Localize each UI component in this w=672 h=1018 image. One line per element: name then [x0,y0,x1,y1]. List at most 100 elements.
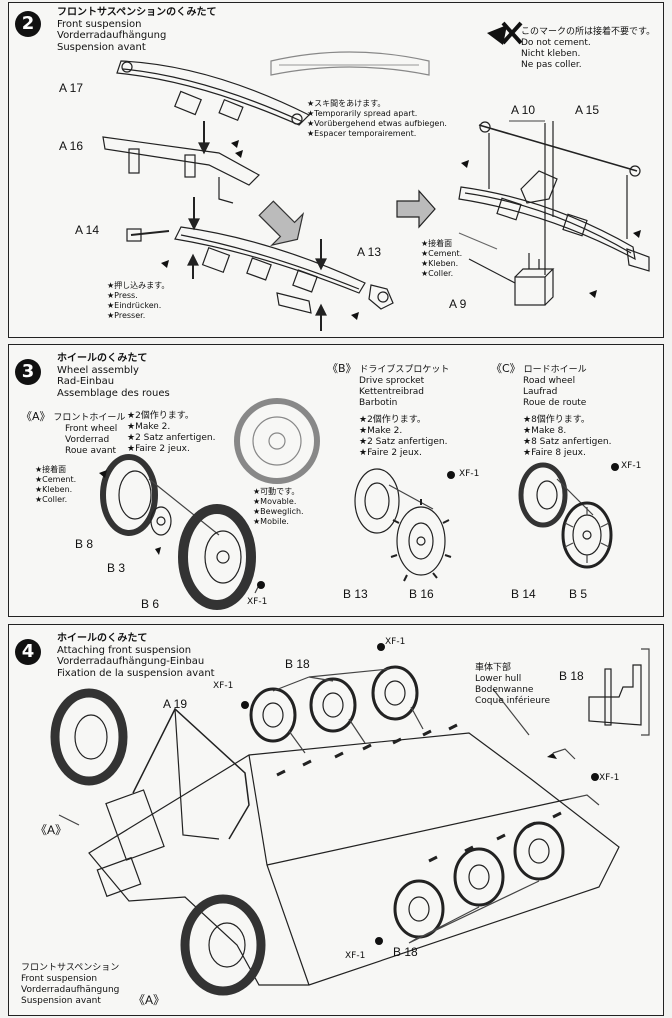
title-de: Vorderradaufhängung [57,30,167,41]
susp-line: Vorderradaufhängung [21,985,120,995]
title-fr: Fixation de la suspension avant [57,667,215,679]
title-fr: Suspension avant [57,41,146,53]
title-de: Rad-Einbau [57,376,115,387]
spread-note: ★スキ間をあけます。 ★Temporarily spread apart. ★V… [307,99,447,139]
make-line: ★8個作ります。 [523,415,590,425]
cement-note: ★接着面 ★Cement. ★Kleben. ★Coller. [35,465,76,505]
section-tag: 《C》 [491,362,521,375]
part-label-b6: B 6 [141,597,160,611]
step-3-panel: 3 ホイールのくみたて Wheel assembly Rad-Einbau As… [8,344,664,617]
note-line: ★Cement. [421,249,463,258]
part-label-a15: A 15 [575,103,600,117]
step-title: ホイールのくみたて Wheel assembly Rad-Einbau Asse… [57,353,170,399]
step-2-panel: 2 フロントサスペンションのくみたて Front suspension Vord… [8,2,664,338]
part-label-xf1: XF-1 [385,637,406,647]
press-note: ★押し込みます。 ★Press. ★Eindrücken. ★Presser. [107,281,169,321]
name-line: Roue de route [523,398,587,408]
note-line: このマークの所は接着不要です。 [521,27,656,37]
part-label-b13: B 13 [343,587,368,601]
name-line: Road wheel [523,376,576,386]
front-suspension-label: フロントサスペンション Front suspension Vorderradau… [21,963,119,1007]
make-line: ★Faire 2 jeux. [127,444,190,454]
part-label-a14: A 14 [75,223,100,237]
note-line: Ne pas coller. [521,60,582,70]
name-line: Barbotin [359,398,398,408]
section-name-jp: ロードホイール [523,365,587,375]
make-line: ★2個作ります。 [127,411,194,421]
hull-line: Lower hull [475,674,522,684]
step-title: ホイールのくみたて Attaching front suspension Vor… [57,633,215,679]
note-line: ★Kleben. [35,485,73,494]
movable-note: ★可動です。 ★Movable. ★Beweglich. ★Mobile. [253,487,304,527]
note-line: ★Presser. [107,311,146,320]
section-c-make: ★8個作ります。 ★Make 8. ★8 Satz anfertigen. ★F… [523,415,611,459]
note-line: ★Movable. [253,497,297,506]
part-label-b5: B 5 [569,587,588,601]
name-line: Roue avant [65,446,117,456]
step-number: 3 [15,359,41,385]
hull-line: Bodenwanne [475,685,534,695]
section-c: 《C》 ロードホイール [491,363,587,376]
make-line: ★2 Satz anfertigen. [359,437,448,447]
note-line: ★Kleben. [421,259,459,268]
title-fr: Assemblage des roues [57,387,170,399]
part-label-xf1: XF-1 [345,951,366,961]
part-label-a: 《A》 [133,993,166,1007]
note-line: ★Eindrücken. [107,301,162,310]
note-line: ★Coller. [35,495,68,504]
name-line: Vorderrad [65,435,110,445]
title-en: Front suspension [57,18,142,30]
part-label-a: 《A》 [35,823,68,837]
step-title: フロントサスペンションのくみたて Front suspension Vorder… [57,7,217,53]
title-jp: フロントサスペンションのくみたて [57,7,217,18]
section-c-names: Road wheel Laufrad Roue de route [523,376,586,409]
part-label-a10: A 10 [511,103,536,117]
make-line: ★Make 8. [523,426,567,436]
name-line: Kettentreibrad [359,387,424,397]
part-label-b8: B 8 [75,537,94,551]
part-label-xf1: XF-1 [459,469,480,479]
section-tag: 《B》 [327,362,357,375]
part-label-a17: A 17 [59,81,84,95]
title-en: Attaching front suspension [57,644,192,656]
section-a-names: Front wheel Vorderrad Roue avant [65,424,117,457]
step-3-illustration [99,398,619,610]
make-line: ★Make 2. [359,426,403,436]
name-line: Laufrad [523,387,558,397]
step-number: 2 [15,11,41,37]
no-cement-icon [487,21,523,45]
note-line: ★Espacer temporairement. [307,129,417,138]
note-line: ★Press. [107,291,138,300]
make-line: ★Faire 2 jeux. [359,448,422,458]
note-line: ★Coller. [421,269,454,278]
name-line: Front wheel [65,424,118,434]
section-a: 《A》 フロントホイール [21,411,125,424]
title-jp: ホイールのくみたて [57,353,148,364]
note-line: Do not cement. [521,38,591,48]
part-label-b14: B 14 [511,587,536,601]
section-name-jp: フロントホイール [53,413,126,423]
step-4-panel: 4 ホイールのくみたて Attaching front suspension V… [8,624,664,1016]
note-line: ★Beweglich. [253,507,304,516]
note-line: ★接着面 [421,239,453,248]
section-name-jp: ドライブスプロケット [359,365,450,375]
part-label-xf1: XF-1 [247,597,268,607]
note-line: Nicht kleben. [521,49,581,59]
hull-line: Coque inférieure [475,696,550,706]
section-b: 《B》 ドライブスプロケット [327,363,449,376]
note-line: ★押し込みます。 [107,281,170,290]
step-number: 4 [15,639,41,665]
make-line: ★8 Satz anfertigen. [523,437,612,447]
cement-note: ★接着面 ★Cement. ★Kleben. ★Coller. [421,239,462,279]
part-label-b18: B 18 [285,657,310,671]
hull-line: 車体下部 [475,663,512,673]
section-b-names: Drive sprocket Kettentreibrad Barbotin [359,376,424,409]
step-4-illustration [50,643,650,996]
section-a-make: ★2個作ります。 ★Make 2. ★2 Satz anfertigen. ★F… [127,411,215,455]
part-label-a9: A 9 [449,297,467,311]
title-jp: ホイールのくみたて [57,633,148,644]
note-line: ★接着面 [35,465,67,474]
susp-line: Front suspension [21,974,98,984]
note-line: ★スキ間をあけます。 [307,99,386,108]
part-label-a13: A 13 [357,245,382,259]
